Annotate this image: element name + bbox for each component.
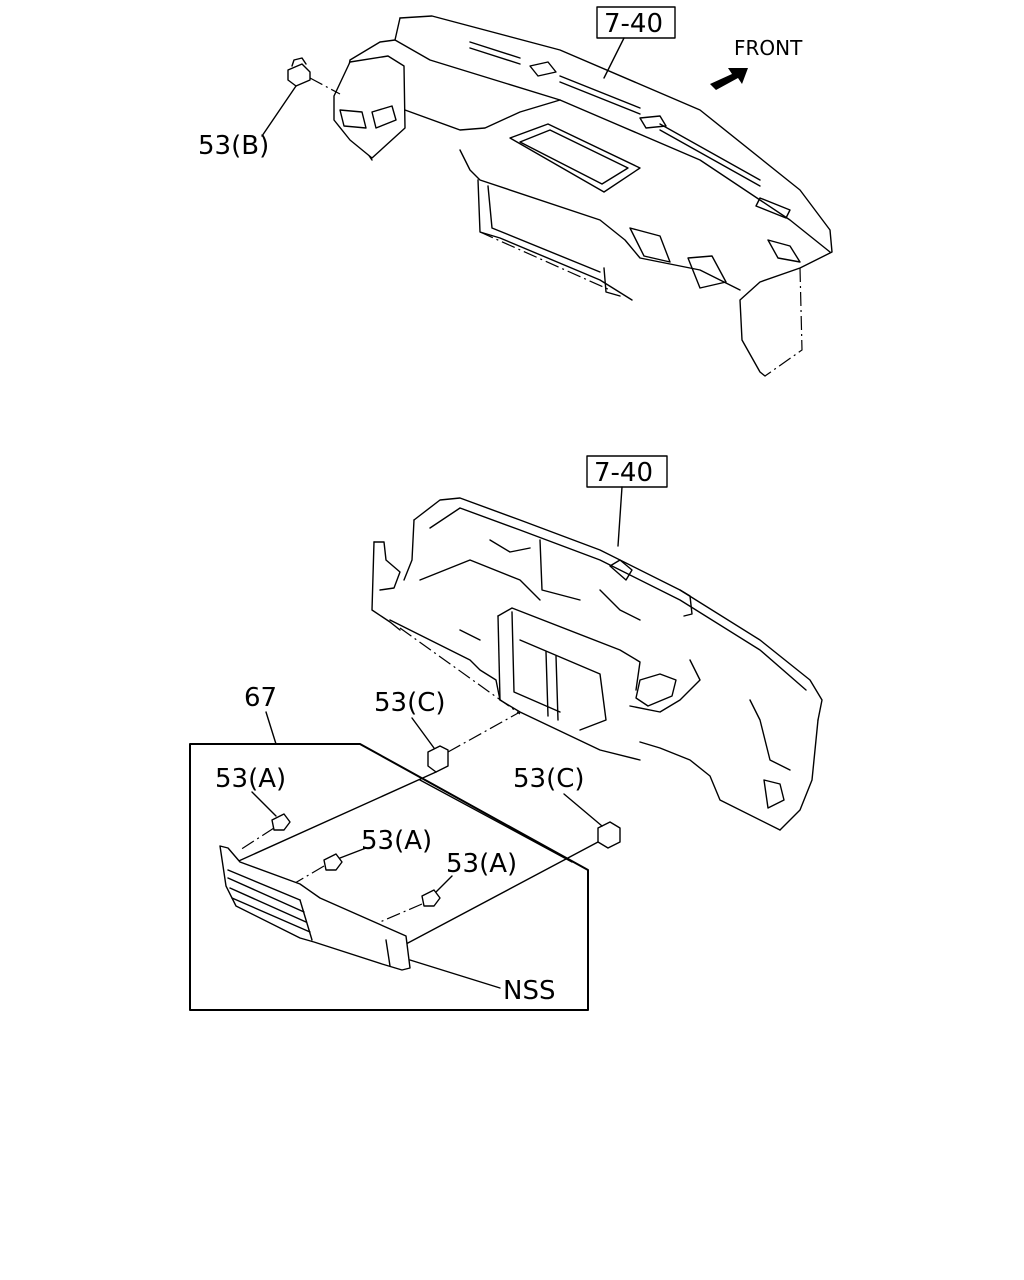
fastener-53b-icon — [287, 57, 311, 87]
ref-box-upper: 7-40 — [596, 6, 676, 39]
label-53c-right: 53(C) — [513, 764, 585, 794]
label-53c-top: 53(C) — [374, 688, 446, 718]
clip-53c-top-icon — [427, 745, 449, 773]
lower-cover-panel — [219, 845, 411, 971]
lower-dashboard-frame — [371, 497, 823, 831]
label-53b: 53(B) — [198, 131, 269, 161]
front-arrow-icon — [710, 68, 748, 90]
clip-53a-right-icon — [421, 889, 441, 907]
label-53a-left: 53(A) — [215, 764, 286, 794]
label-53a-right: 53(A) — [446, 849, 517, 879]
upper-dashboard-assembly — [333, 15, 833, 377]
clip-53a-left-icon — [271, 813, 291, 831]
kit-67-outline — [189, 743, 589, 1011]
label-nss: NSS — [503, 976, 555, 1006]
clip-53a-mid-icon — [323, 853, 343, 871]
kit-label-67: 67 — [244, 683, 277, 713]
ref-label-upper: 7-40 — [604, 9, 663, 39]
ref-label-lower: 7-40 — [594, 458, 653, 488]
front-label: FRONT — [734, 36, 803, 60]
label-53a-mid: 53(A) — [361, 826, 432, 856]
ref-box-lower: 7-40 — [586, 455, 668, 488]
